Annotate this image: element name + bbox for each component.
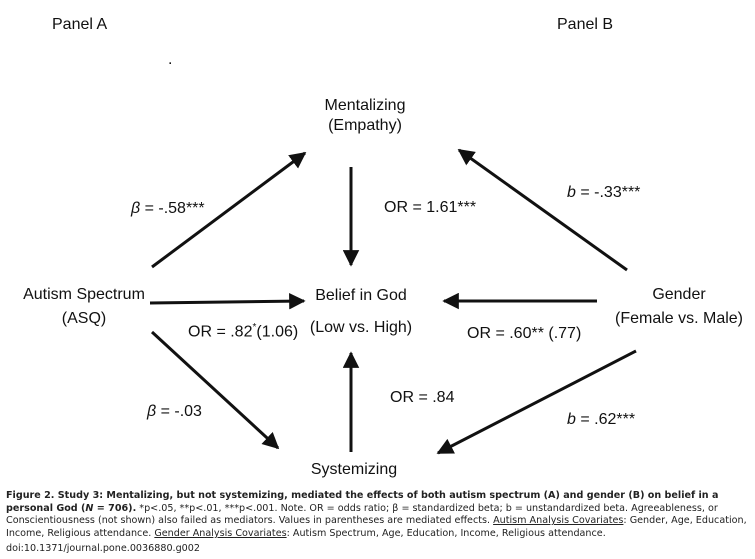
label-or-systemizing-belief: OR = .84 xyxy=(390,389,455,406)
node-systemizing: Systemizing xyxy=(310,461,398,478)
arrow-gender-to-systemizing xyxy=(436,349,637,455)
path-diagram-arrows xyxy=(149,148,637,455)
label-beta-autism-systemizing: β = -.03 xyxy=(147,403,202,420)
panel-a-label: Panel A xyxy=(52,16,108,33)
label-or-gender-belief: OR = .60** (.77) xyxy=(467,325,582,342)
label-beta-autism-mentalizing: β = -.58*** xyxy=(131,200,205,217)
node-gender: Gender (Female vs. Male) xyxy=(614,286,744,327)
stray-dot: . xyxy=(168,51,173,68)
label-b-gender-mentalizing: b = -.33*** xyxy=(567,184,641,201)
figure-caption: Figure 2. Study 3: Mentalizing, but not … xyxy=(6,490,747,539)
arrow-autism-to-systemizing xyxy=(150,330,280,450)
label-b-gender-systemizing: b = .62*** xyxy=(567,411,636,428)
panel-b-label: Panel B xyxy=(557,16,614,33)
arrow-autism-to-belief xyxy=(149,292,306,310)
node-belief-in-god: Belief in God (Low vs. High) xyxy=(309,287,413,336)
doi-text: doi:10.1371/journal.pone.0036880.g002 xyxy=(6,543,200,554)
node-autism-spectrum: Autism Spectrum (ASQ) xyxy=(23,286,145,327)
arrow-gender-to-mentalizing xyxy=(457,148,628,272)
arrow-autism-to-mentalizing xyxy=(151,151,307,269)
label-or-autism-belief: OR = .82*(1.06) xyxy=(188,322,299,341)
label-or-mentalizing-belief: OR = 1.61*** xyxy=(384,199,477,216)
node-mentalizing: Mentalizing (Empathy) xyxy=(324,97,406,134)
